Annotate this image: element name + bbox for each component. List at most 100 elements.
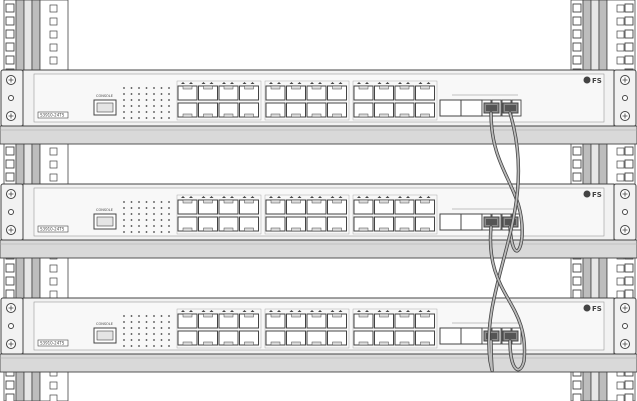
sfp-connector bbox=[486, 219, 497, 225]
port-marker bbox=[269, 82, 281, 84]
rj45-latch bbox=[311, 85, 322, 90]
link-led-icon bbox=[138, 315, 140, 317]
link-led-icon bbox=[168, 315, 170, 317]
link-led-icon bbox=[160, 87, 163, 89]
rj45-latch bbox=[270, 199, 281, 204]
rj45-port-group bbox=[352, 308, 438, 349]
sfp-connector bbox=[505, 219, 516, 225]
rj45-latch bbox=[182, 341, 193, 346]
rj45-latch bbox=[420, 313, 430, 318]
link-led-icon bbox=[153, 219, 155, 221]
port-marker bbox=[418, 310, 431, 312]
rj45-port-group bbox=[264, 194, 350, 235]
port-marker bbox=[289, 196, 302, 198]
rj45-port-group bbox=[264, 80, 350, 121]
mounting-hole bbox=[616, 173, 625, 182]
mounting-hole bbox=[5, 380, 15, 390]
link-led-icon bbox=[153, 231, 155, 233]
rj45-latch bbox=[203, 85, 213, 90]
rj45-latch bbox=[420, 85, 430, 90]
link-led-icon bbox=[130, 99, 133, 101]
link-led-icon bbox=[138, 111, 140, 113]
patch-cable bbox=[490, 112, 523, 252]
mounting-hole bbox=[5, 289, 15, 299]
link-led-icon bbox=[153, 207, 155, 209]
fs-logo-icon bbox=[583, 190, 591, 198]
mounting-hole bbox=[572, 276, 582, 286]
port-marker bbox=[377, 310, 390, 312]
link-led-icon bbox=[160, 231, 163, 233]
port-marker bbox=[377, 82, 390, 84]
port-marker bbox=[357, 82, 369, 84]
mounting-hole bbox=[5, 172, 15, 182]
port-group-frame bbox=[176, 80, 262, 121]
mounting-hole bbox=[572, 289, 582, 299]
link-led-icon bbox=[138, 225, 140, 227]
port-marker bbox=[330, 196, 343, 198]
mounting-hole bbox=[616, 290, 625, 299]
link-led-icon bbox=[130, 327, 133, 329]
link-led-icon bbox=[145, 111, 148, 113]
port-marker bbox=[269, 196, 281, 198]
fs-logo-icon bbox=[583, 76, 591, 84]
rj45-latch bbox=[399, 113, 410, 118]
mounting-hole bbox=[572, 159, 582, 169]
rj45-latch bbox=[358, 313, 369, 318]
mounting-hole bbox=[616, 147, 625, 156]
screw-slot bbox=[622, 77, 628, 83]
port-marker bbox=[398, 82, 410, 84]
brand-label: FS bbox=[592, 305, 602, 313]
rj45-latch bbox=[244, 199, 254, 204]
port-marker bbox=[357, 310, 369, 312]
mounting-hole bbox=[572, 146, 582, 156]
link-led-icon bbox=[130, 321, 133, 323]
mounting-hole bbox=[49, 160, 58, 169]
link-led-icon bbox=[153, 93, 155, 95]
link-led-icon bbox=[130, 105, 133, 107]
rj45-latch bbox=[379, 341, 389, 346]
link-led-icon bbox=[145, 93, 148, 95]
mounting-hole bbox=[616, 56, 625, 65]
model-badge bbox=[37, 225, 69, 233]
link-led-icon bbox=[160, 225, 163, 227]
link-led-icon bbox=[123, 315, 125, 317]
rj45-latch bbox=[291, 341, 301, 346]
mounting-hole bbox=[5, 276, 15, 286]
link-led-icon bbox=[130, 93, 133, 95]
rj45-latch bbox=[332, 341, 342, 346]
port-marker bbox=[201, 310, 214, 312]
link-led-icon bbox=[153, 87, 155, 89]
rj45-latch bbox=[399, 199, 410, 204]
link-led-icon bbox=[160, 111, 163, 113]
rj45-latch bbox=[420, 199, 430, 204]
rj45-latch bbox=[244, 113, 254, 118]
mounting-hole bbox=[5, 263, 15, 273]
model-badge bbox=[37, 111, 69, 119]
link-led-icon bbox=[130, 201, 133, 203]
console-label: CONSOLE bbox=[96, 322, 113, 326]
link-led-icon bbox=[130, 111, 133, 113]
mounting-hole bbox=[49, 394, 58, 401]
rj45-latch bbox=[291, 113, 301, 118]
link-led-icon bbox=[123, 99, 125, 101]
link-led-icon bbox=[138, 213, 140, 215]
mounting-hole bbox=[49, 381, 58, 390]
rj45-latch bbox=[291, 227, 301, 232]
link-led-icon bbox=[145, 219, 148, 221]
rj45-latch bbox=[332, 113, 342, 118]
mounting-hole bbox=[5, 393, 15, 401]
rj45-port-group bbox=[264, 308, 350, 349]
link-led-icon bbox=[123, 345, 125, 347]
mounting-hole bbox=[572, 172, 582, 182]
rj45-latch bbox=[311, 341, 322, 346]
link-led-icon bbox=[138, 93, 140, 95]
mounting-hole bbox=[49, 290, 58, 299]
link-led-icon bbox=[123, 105, 125, 107]
mounting-hole bbox=[624, 276, 634, 286]
rj45-latch bbox=[182, 199, 193, 204]
rj45-latch bbox=[332, 227, 342, 232]
link-led-icon bbox=[130, 225, 133, 227]
link-led-icon bbox=[145, 333, 148, 335]
rack-screw-icon bbox=[622, 209, 628, 215]
